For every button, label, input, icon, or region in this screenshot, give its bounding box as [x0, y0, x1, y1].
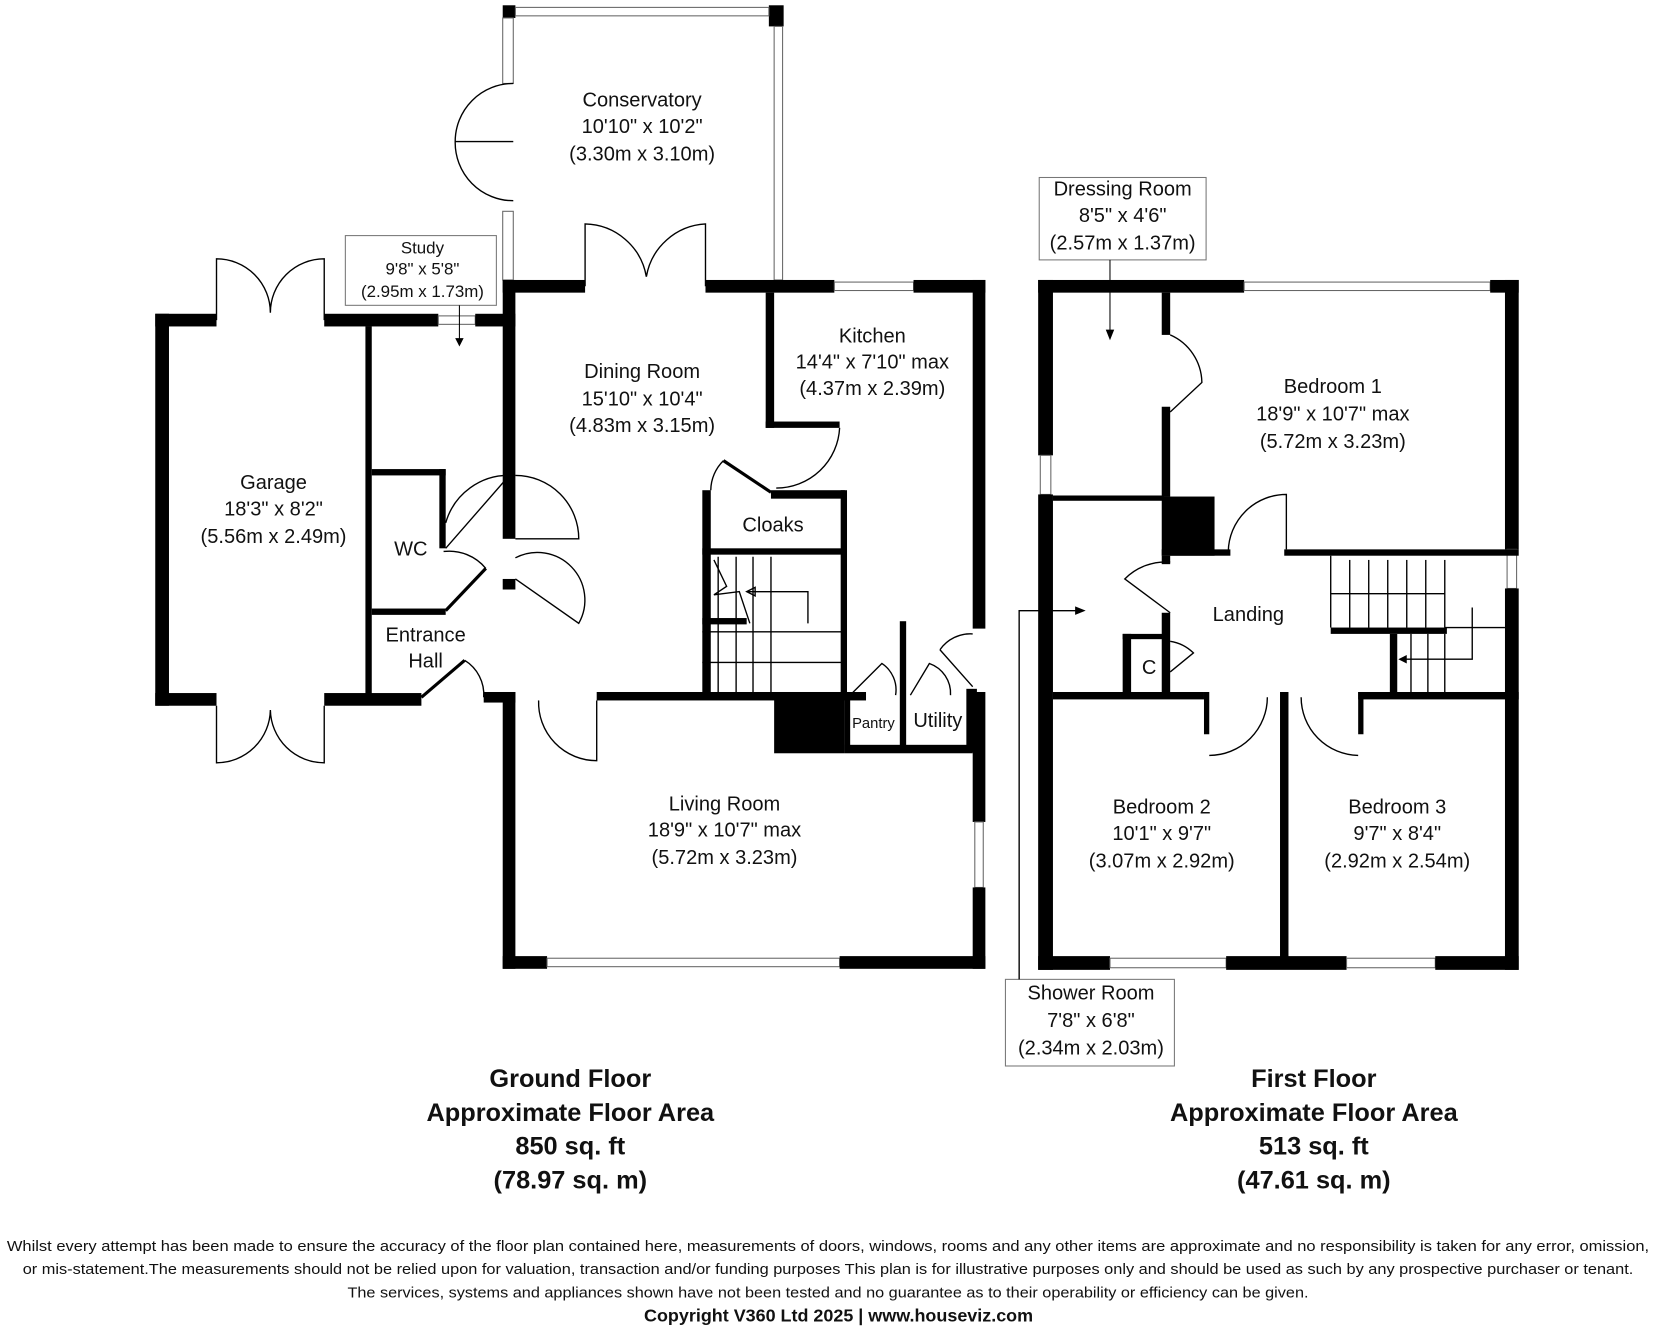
conservatory-imperial: 10'10" x 10'2" — [582, 116, 703, 138]
shower-metric: (2.34m x 2.03m) — [1018, 1037, 1164, 1059]
ground-floor-sqft: 850 sq. ft — [515, 1133, 625, 1161]
entrance-hall-line1: Entrance — [385, 624, 465, 646]
kitchen-name: Kitchen — [839, 325, 906, 347]
kitchen-metric: (4.37m x 2.39m) — [799, 378, 945, 400]
garage-name: Garage — [240, 472, 307, 494]
pantry-name: Pantry — [852, 716, 895, 732]
ground-floor-area: Ground Floor Approximate Floor Area 850 … — [426, 1065, 715, 1194]
ground-floor-title: Ground Floor — [489, 1065, 651, 1093]
cloaks-name: Cloaks — [742, 514, 803, 536]
garage-metric: (5.56m x 2.49m) — [201, 526, 347, 548]
wc-walls — [371, 469, 512, 699]
ground-floor-plan — [155, 5, 986, 969]
living-metric: (5.72m x 3.23m) — [652, 847, 798, 869]
wc-name: WC — [394, 539, 427, 561]
garage-imperial: 18'3" x 8'2" — [224, 499, 323, 521]
dressing-room-label-box — [1038, 176, 1207, 261]
bedroom2-imperial: 10'1" x 9'7" — [1112, 823, 1211, 845]
bedroom1-imperial: 18'9" x 10'7" max — [1256, 403, 1409, 425]
shower-room-label-box — [1004, 978, 1175, 1067]
ground-floor-subtitle: Approximate Floor Area — [426, 1099, 715, 1127]
living-name: Living Room — [669, 793, 780, 815]
ground-floor-labels: Conservatory 10'10" x 10'2" (3.30m x 3.1… — [201, 90, 963, 870]
ground-floor-sqm: (78.97 sq. m) — [494, 1167, 648, 1195]
kitchen-imperial: 14'4" x 7'10" max — [796, 352, 949, 374]
bedroom3-name: Bedroom 3 — [1348, 796, 1446, 818]
disclaimer-line1: Whilst every attempt has been made to en… — [7, 1239, 1649, 1255]
bedroom3-imperial: 9'7" x 8'4" — [1353, 823, 1441, 845]
disclaimer-line2: or mis-statement.The measurements should… — [23, 1262, 1634, 1278]
first-floor-plan — [1004, 176, 1519, 1067]
dressing-imperial: 8'5" x 4'6" — [1079, 205, 1167, 227]
dressing-name: Dressing Room — [1054, 178, 1192, 200]
dining-name: Dining Room — [584, 361, 700, 383]
first-floor-sqft: 513 sq. ft — [1259, 1133, 1369, 1161]
garage-walls — [155, 258, 516, 764]
bedroom3-metric: (2.92m x 2.54m) — [1324, 850, 1470, 872]
disclaimer-line3: The services, systems and appliances sho… — [347, 1285, 1308, 1301]
dressing-metric: (2.57m x 1.37m) — [1050, 232, 1196, 254]
conservatory-metric: (3.30m x 3.10m) — [569, 144, 715, 166]
first-floor-title: First Floor — [1251, 1065, 1376, 1093]
conservatory-name: Conservatory — [583, 90, 702, 112]
first-floor-subtitle: Approximate Floor Area — [1170, 1099, 1459, 1127]
first-floor-sqm: (47.61 sq. m) — [1237, 1167, 1391, 1195]
bedroom2-name: Bedroom 2 — [1113, 796, 1211, 818]
first-floor-labels: Dressing Room 8'5" x 4'6" (2.57m x 1.37m… — [1018, 178, 1470, 1059]
disclaimer: Whilst every attempt has been made to en… — [7, 1239, 1649, 1326]
bedroom2-metric: (3.07m x 2.92m) — [1089, 850, 1235, 872]
living-imperial: 18'9" x 10'7" max — [648, 820, 801, 842]
bedroom1-metric: (5.72m x 3.23m) — [1260, 431, 1406, 453]
entrance-hall-line2: Hall — [408, 651, 443, 673]
shower-name: Shower Room — [1027, 982, 1154, 1004]
dining-metric: (4.83m x 3.15m) — [569, 415, 715, 437]
study-name: Study — [401, 239, 445, 258]
shower-imperial: 7'8" x 6'8" — [1047, 1010, 1135, 1032]
landing-name: Landing — [1213, 604, 1284, 626]
study-metric: (2.95m x 1.73m) — [361, 282, 484, 301]
main-block-walls — [483, 223, 986, 969]
study-label-box — [344, 235, 497, 306]
cupboard-name: C — [1142, 657, 1156, 679]
bedroom1-name: Bedroom 1 — [1284, 376, 1382, 398]
study-imperial: 9'8" x 5'8" — [386, 260, 460, 279]
dining-imperial: 15'10" x 10'4" — [582, 389, 703, 411]
utility-name: Utility — [913, 710, 962, 732]
first-floor-area: First Floor Approximate Floor Area 513 s… — [1170, 1065, 1459, 1194]
copyright: Copyright V360 Ltd 2025 | www.houseviz.c… — [644, 1306, 1033, 1326]
